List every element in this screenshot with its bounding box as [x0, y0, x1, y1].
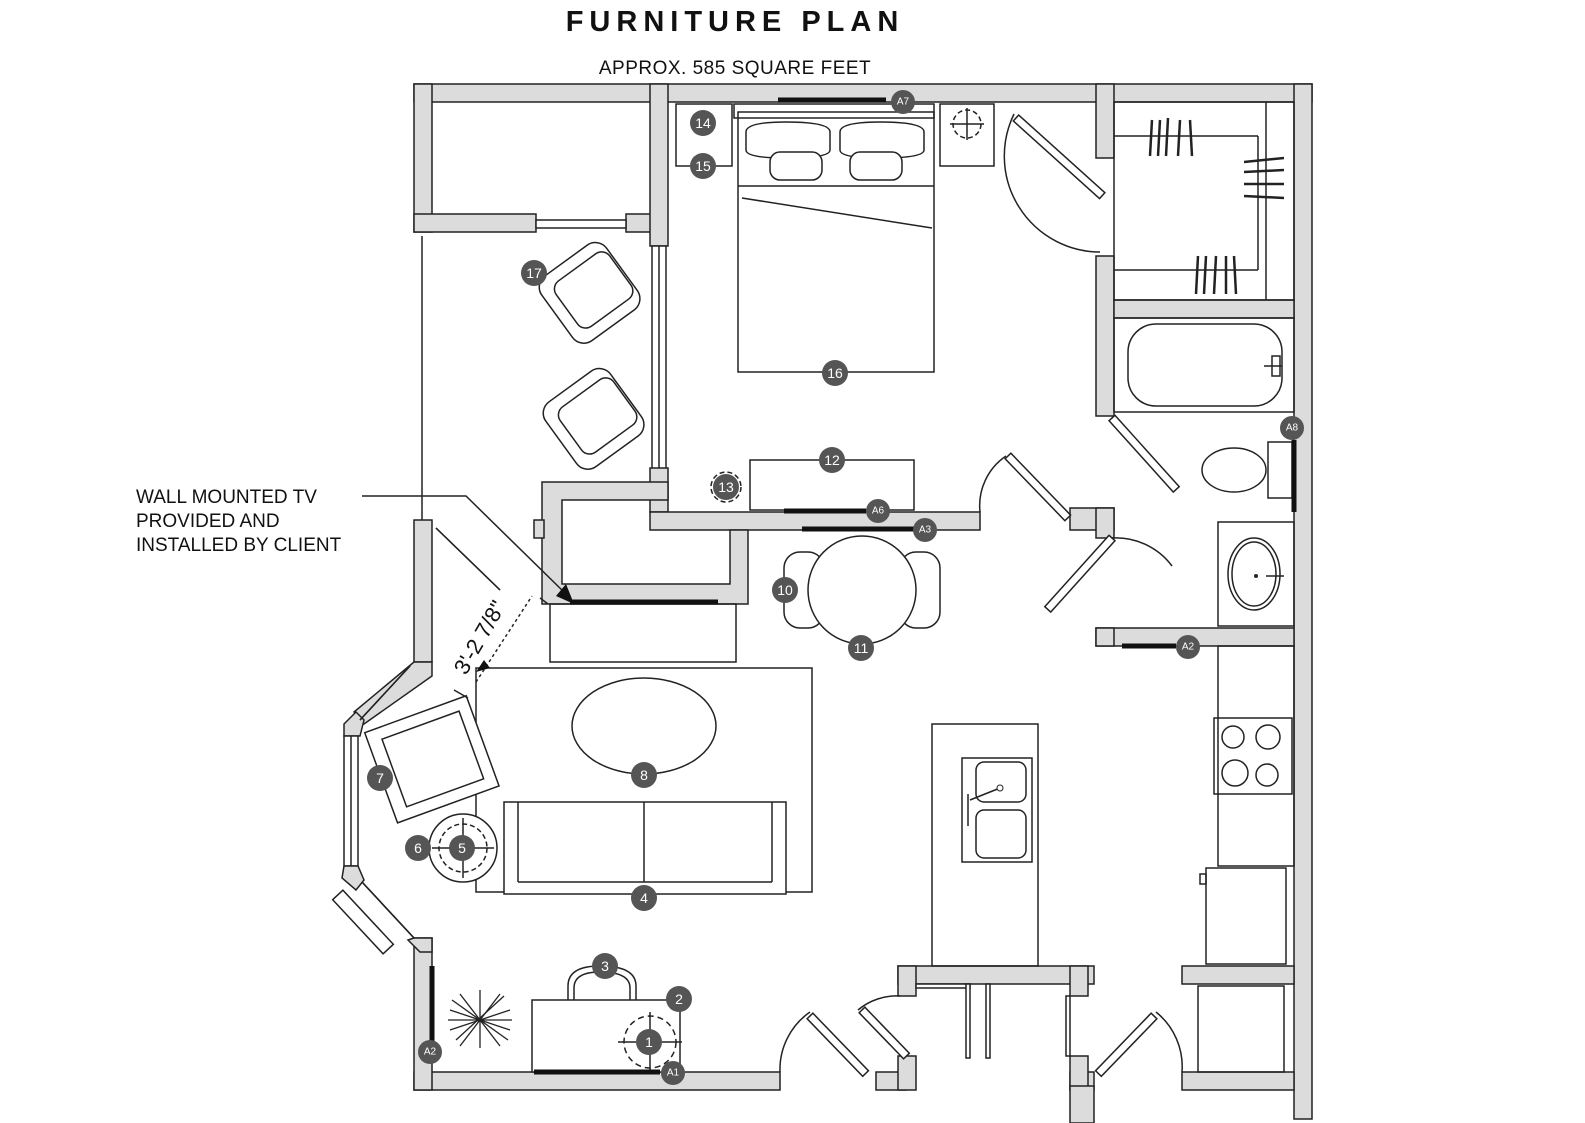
plan-subtitle: APPROX. 585 SQUARE FEET — [598, 58, 872, 79]
svg-text:A3: A3 — [919, 525, 932, 536]
tag-2: 2 — [666, 986, 692, 1012]
dimension-line: 3'-2 7/8" — [449, 595, 549, 699]
tag-7: 7 — [367, 765, 393, 791]
exterior-walls — [413, 83, 1313, 1120]
tag-8: 8 — [631, 762, 657, 788]
svg-text:A2: A2 — [424, 1047, 437, 1058]
tag-1: 1 — [636, 1029, 662, 1055]
svg-text:11: 11 — [854, 640, 869, 656]
svg-text:6: 6 — [414, 840, 422, 856]
svg-text:5: 5 — [458, 840, 466, 856]
svg-text:10: 10 — [777, 582, 793, 598]
svg-text:4: 4 — [640, 890, 648, 906]
tag-3: 3 — [592, 953, 618, 979]
svg-text:1: 1 — [645, 1034, 653, 1050]
tag-a2-left: A2 — [418, 1040, 442, 1064]
note-line-1: WALL MOUNTED TV — [136, 487, 317, 508]
svg-text:A7: A7 — [897, 97, 910, 108]
dimension-label: 3'-2 7/8" — [449, 596, 511, 678]
svg-text:7: 7 — [376, 770, 384, 786]
tag-a8: A8 — [1280, 416, 1304, 440]
tag-a6: A6 — [866, 499, 890, 523]
tag-15: 15 — [690, 153, 716, 179]
tag-16: 16 — [822, 360, 848, 386]
tag-10: 10 — [772, 577, 798, 603]
svg-text:12: 12 — [824, 452, 840, 468]
tag-14: 14 — [690, 110, 716, 136]
tag-a7: A7 — [891, 90, 915, 114]
svg-text:8: 8 — [640, 767, 648, 783]
doors — [779, 113, 1183, 1078]
tv-note: WALL MOUNTED TV PROVIDED AND INSTALLED B… — [136, 487, 574, 604]
svg-text:A2: A2 — [1182, 642, 1195, 653]
tag-a3: A3 — [913, 518, 937, 542]
svg-text:2: 2 — [675, 991, 683, 1007]
tag-11: 11 — [848, 635, 874, 661]
tag-12: 12 — [819, 447, 845, 473]
svg-text:3: 3 — [601, 958, 609, 974]
tag-4: 4 — [631, 885, 657, 911]
item-tags: 1 2 3 4 5 6 7 8 10 11 12 13 14 15 16 17 … — [367, 90, 1304, 1085]
tag-17: 17 — [521, 260, 547, 286]
plan-title: FURNITURE PLAN — [565, 6, 905, 38]
svg-text:A1: A1 — [667, 1068, 680, 1079]
svg-text:A8: A8 — [1286, 423, 1299, 434]
tag-5: 5 — [449, 835, 475, 861]
svg-text:13: 13 — [718, 479, 734, 495]
interior-walls — [331, 83, 1295, 1123]
tag-13: 13 — [713, 474, 739, 500]
tag-a1: A1 — [661, 1061, 685, 1085]
note-line-3: INSTALLED BY CLIENT — [136, 535, 342, 556]
svg-text:15: 15 — [695, 158, 711, 174]
plant-icon — [448, 990, 512, 1048]
svg-text:17: 17 — [526, 265, 542, 281]
note-line-2: PROVIDED AND — [136, 511, 280, 532]
fixtures — [931, 101, 1295, 1073]
svg-text:16: 16 — [827, 365, 843, 381]
furniture — [363, 97, 1297, 1075]
svg-text:14: 14 — [695, 115, 711, 131]
svg-text:A6: A6 — [872, 506, 885, 517]
tag-6: 6 — [405, 835, 431, 861]
tag-a2-right: A2 — [1176, 635, 1200, 659]
